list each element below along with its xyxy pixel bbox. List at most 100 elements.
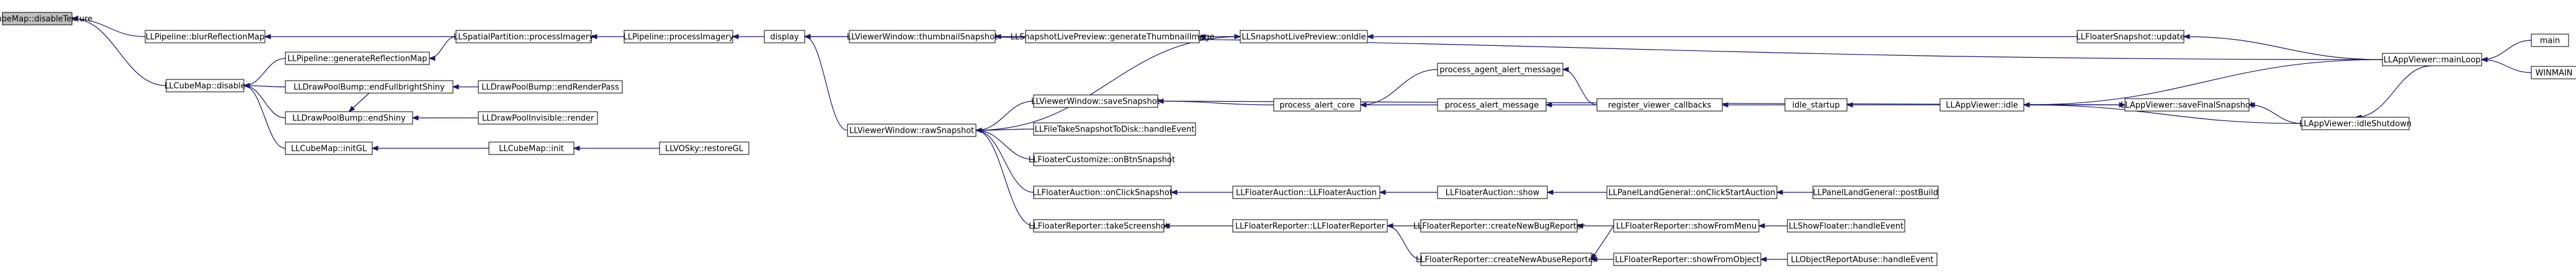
function-node[interactable]: LLFloaterReporter::takeScreenshot	[1029, 219, 1169, 233]
node-label: LLObjectReportAbuse::handleEvent	[1791, 256, 1934, 265]
function-node[interactable]: LLCubeMap::disable	[164, 79, 246, 92]
arrowhead-icon	[803, 34, 811, 40]
edge-line	[975, 130, 1034, 226]
node-label: idle_startup	[1792, 101, 1840, 110]
function-node[interactable]: LLSnapshotLivePreview::onIdle	[1240, 30, 1368, 43]
function-node[interactable]: LLFloaterAuction::show	[1437, 186, 1548, 199]
function-node[interactable]: LLAppViewer::idle	[1939, 98, 2024, 112]
function-node[interactable]: LLFloaterReporter::showFromObject	[1613, 253, 1761, 266]
function-node[interactable]: LLPanelLandGeneral::postBuild	[1812, 186, 1939, 199]
node-box	[455, 30, 592, 43]
arrowhead-icon	[1846, 102, 1853, 108]
node-label: LLPanelLandGeneral::postBuild	[1813, 189, 1938, 198]
arrowhead-icon	[1721, 102, 1729, 108]
node-box	[2301, 117, 2410, 130]
function-node[interactable]: LLFloaterSnapshot::update	[2076, 30, 2185, 43]
function-node[interactable]: LLDrawPoolBump::endShiny	[285, 111, 413, 125]
edge-line	[975, 130, 1034, 193]
function-node[interactable]: LLViewerWindow::rawSnapshot	[847, 123, 977, 137]
arrowhead-icon	[1198, 34, 1205, 40]
function-node[interactable]: register_viewer_callbacks	[1596, 98, 1723, 112]
function-node[interactable]: LLAppViewer::idleShutdown	[2299, 117, 2412, 130]
arrowhead-icon	[1546, 189, 1554, 195]
edge-n31-to-n30	[1163, 223, 1233, 229]
node-label: LLDrawPoolInvisible::render	[482, 114, 594, 123]
function-node[interactable]: LLAppViewer::saveFinalSnapshot	[2121, 98, 2253, 112]
node-label: LLCubeMap::init	[499, 145, 564, 154]
arrowhead-icon	[1234, 34, 1241, 40]
function-node[interactable]: display	[764, 30, 805, 43]
function-node[interactable]: LLFloaterReporter::showFromMenu	[1613, 219, 1760, 233]
arrowhead-icon	[590, 34, 597, 40]
node-box	[1437, 63, 1563, 76]
arrowhead-icon	[1386, 223, 1393, 229]
function-node[interactable]: LLPipeline::processImagery	[624, 30, 734, 43]
node-label: LLFloaterSnapshot::update	[2076, 33, 2185, 42]
function-node[interactable]: idle_startup	[1784, 98, 1848, 112]
function-node[interactable]: LLVOSky::restoreGL	[659, 141, 749, 155]
edge-line	[2248, 104, 2302, 124]
function-node[interactable]: LLPipeline::blurReflectionMap	[145, 30, 266, 43]
function-node[interactable]: LLPipeline::generateReflectionMap	[285, 51, 430, 65]
node-box	[2531, 66, 2576, 79]
node-label: LLViewerWindow::thumbnailSnapshot	[847, 33, 998, 42]
node-box	[285, 80, 454, 94]
root-node[interactable]: LLCubeMap::disableTexture	[0, 12, 92, 25]
function-node[interactable]: process_alert_core	[1273, 98, 1361, 112]
function-node[interactable]: LLDrawPoolBump::endFullbrightShiny	[285, 80, 454, 94]
function-node[interactable]: LLFloaterAuction::LLFloaterAuction	[1232, 186, 1380, 199]
arrowhead-icon	[1545, 102, 1552, 108]
function-node[interactable]: LLSnapshotLivePreview::generateThumbnail…	[1011, 30, 1215, 43]
node-label: process_alert_core	[1279, 101, 1354, 110]
function-node[interactable]: LLPanelLandGeneral::onClickStartAuction	[1606, 186, 1778, 199]
function-node[interactable]: LLFileTakeSnapshotToDisk::handleEvent	[1033, 122, 1196, 136]
node-label: LLCubeMap::disable	[164, 82, 246, 91]
node-box	[1420, 253, 1592, 266]
function-node[interactable]: LLViewerWindow::thumbnailSnapshot	[847, 30, 998, 43]
edge-line	[2023, 59, 2383, 105]
node-box	[285, 51, 430, 65]
edge-n4-to-n3	[590, 34, 624, 40]
function-node[interactable]: LLFloaterAuction::onClickSnapshot	[1032, 186, 1173, 199]
function-node[interactable]: LLViewerWindow::saveSnapshot	[1031, 94, 1160, 108]
function-node[interactable]: process_agent_alert_message	[1437, 63, 1563, 76]
edge-n11-to-n5	[803, 34, 848, 131]
function-node[interactable]: LLObjectReportAbuse::handleEvent	[1787, 253, 1938, 266]
node-box	[1613, 219, 1760, 233]
function-node[interactable]: LLShowFloater::handleEvent	[1787, 219, 1905, 233]
function-node[interactable]: WINMAIN	[2531, 66, 2576, 79]
nodes-layer: LLCubeMap::disableTextureLLPipeline::blu…	[0, 12, 2576, 266]
function-node[interactable]: LLDrawPoolBump::endRenderPass	[478, 80, 623, 94]
edge-line	[975, 130, 1034, 160]
node-label: LLPipeline::blurReflectionMap	[146, 33, 265, 42]
function-node[interactable]: LLFloaterReporter::LLFloaterReporter	[1232, 219, 1388, 233]
edge-line	[975, 128, 1034, 131]
edge-n28-to-n27	[1546, 189, 1607, 195]
edge-n10-to-n9	[1366, 34, 2077, 40]
arrowhead-icon	[1758, 223, 1765, 229]
function-node[interactable]: LLDrawPoolInvisible::render	[478, 111, 598, 125]
node-label: LLFloaterReporter::showFromMenu	[1616, 222, 1756, 231]
edge-n44-to-n43	[371, 145, 489, 151]
edge-line	[1562, 69, 1598, 105]
function-node[interactable]: LLSpatialPartition::processImagery	[454, 30, 594, 43]
node-box	[145, 30, 266, 43]
function-node[interactable]: LLFloaterCustomize::onBtnSnapshot	[1029, 153, 1175, 166]
edge-n36-to-n35	[1590, 256, 1614, 262]
function-node[interactable]: process_alert_message	[1437, 98, 1547, 112]
edge-n3-to-n1	[264, 34, 456, 40]
node-box	[1033, 219, 1165, 233]
edge-n17-to-n16	[1721, 102, 1785, 108]
node-label: LLFloaterAuction::LLFloaterAuction	[1236, 189, 1377, 198]
arrowhead-icon	[573, 145, 580, 151]
arrowhead-icon	[1359, 102, 1367, 108]
edge-n8-to-n7	[994, 34, 1026, 40]
function-node[interactable]: LLCubeMap::init	[488, 141, 575, 155]
edges-layer	[71, 16, 2532, 262]
arrowhead-icon	[452, 84, 459, 90]
function-node[interactable]: LLAppViewer::mainLoop	[2382, 53, 2482, 66]
function-node[interactable]: LLCubeMap::initGL	[285, 141, 373, 155]
function-node[interactable]: LLFloaterReporter::createNewAbuseReporte…	[1416, 253, 1597, 266]
function-node[interactable]: LLFloaterReporter::createNewBugReporter	[1413, 219, 1585, 233]
function-node[interactable]: main	[2531, 34, 2569, 47]
